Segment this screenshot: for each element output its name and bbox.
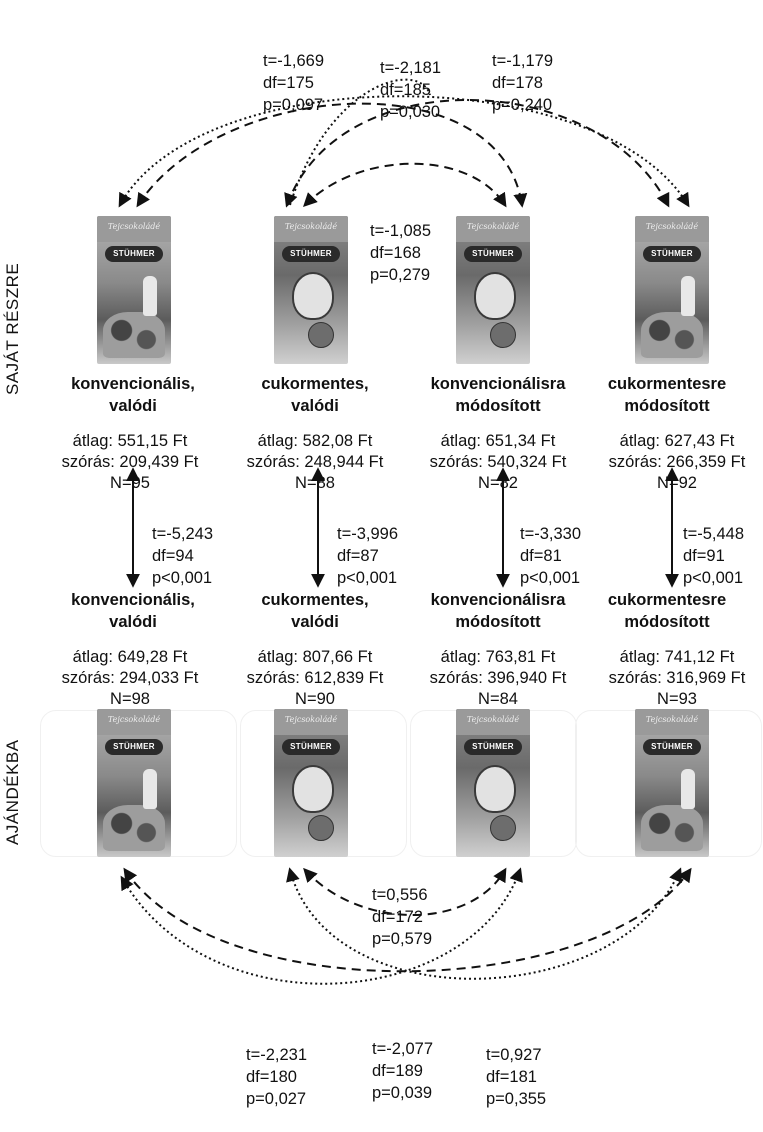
brand-logo: STÜHMER xyxy=(105,739,163,755)
brand-logo: STÜHMER xyxy=(643,246,701,262)
brand-logo: STÜHMER xyxy=(464,739,522,755)
package-title-text: Tejcsokoládé xyxy=(107,222,161,231)
nuts-illustration xyxy=(103,805,165,851)
package-header xyxy=(274,216,348,242)
package-title-text: Tejcsokoládé xyxy=(284,222,338,231)
package-title-text: Tejcsokoládé xyxy=(645,222,699,231)
side-label-own: SAJÁT RÉSZRE xyxy=(3,262,22,395)
package-title-text: Tejcsokoládé xyxy=(466,222,520,231)
package-title-text: Tejcsokoládé xyxy=(466,715,520,724)
comparison-arrows xyxy=(118,78,692,985)
brand-logo: STÜHMER xyxy=(282,739,340,755)
package-header xyxy=(635,216,709,242)
gift-product-name-2: cukormentes,valódi xyxy=(261,591,369,631)
package-header xyxy=(97,216,171,242)
chocolate-ball-illustration xyxy=(490,322,516,348)
milk-bottle-illustration xyxy=(143,769,157,809)
milk-bottle-illustration xyxy=(681,769,695,809)
arc-top-conv-vs-mod-sugarfree xyxy=(118,95,690,208)
chocolate-ball-illustration xyxy=(490,815,516,841)
portrait-illustration xyxy=(474,272,516,320)
arc-top-extra-dotted xyxy=(289,78,431,206)
own-product-name-1: konvencionális,valódi xyxy=(71,375,195,415)
gift-product-name-1: konvencionális,valódi xyxy=(71,591,195,631)
package-header xyxy=(635,709,709,735)
package-title-text: Tejcsokoládé xyxy=(645,715,699,724)
arc-top-sugarfree-vs-mod-conv xyxy=(303,162,507,208)
portrait-illustration xyxy=(474,765,516,813)
brand-logo: STÜHMER xyxy=(464,246,522,262)
package-title-text: Tejcsokoládé xyxy=(284,715,338,724)
package-header xyxy=(456,216,530,242)
nuts-illustration xyxy=(103,312,165,358)
portrait-illustration xyxy=(292,272,334,320)
package-header xyxy=(456,709,530,735)
package-header xyxy=(274,709,348,735)
nuts-illustration xyxy=(641,805,703,851)
arc-top-sugarfree-vs-mod-sugarfree xyxy=(284,99,670,208)
milk-bottle-illustration xyxy=(681,276,695,316)
package-title-text: Tejcsokoládé xyxy=(107,715,161,724)
portrait-illustration xyxy=(292,765,334,813)
chocolate-ball-illustration xyxy=(308,322,334,348)
arc-bottom-conv-vs-mod-sugarfree xyxy=(123,867,692,973)
arc-bottom-sugarfree-vs-mod-sugarfree xyxy=(286,867,682,980)
brand-logo: STÜHMER xyxy=(643,739,701,755)
side-label-gift: AJÁNDÉKBA xyxy=(3,739,22,845)
package-header xyxy=(97,709,171,735)
arc-top-conv-vs-mod-conv xyxy=(136,102,528,208)
chocolate-ball-illustration xyxy=(308,815,334,841)
milk-bottle-illustration xyxy=(143,276,157,316)
brand-logo: STÜHMER xyxy=(282,246,340,262)
brand-logo: STÜHMER xyxy=(105,246,163,262)
arc-bottom-conv-vs-mod-conv xyxy=(120,867,523,985)
own-product-name-2: cukormentes,valódi xyxy=(261,375,369,415)
nuts-illustration xyxy=(641,312,703,358)
